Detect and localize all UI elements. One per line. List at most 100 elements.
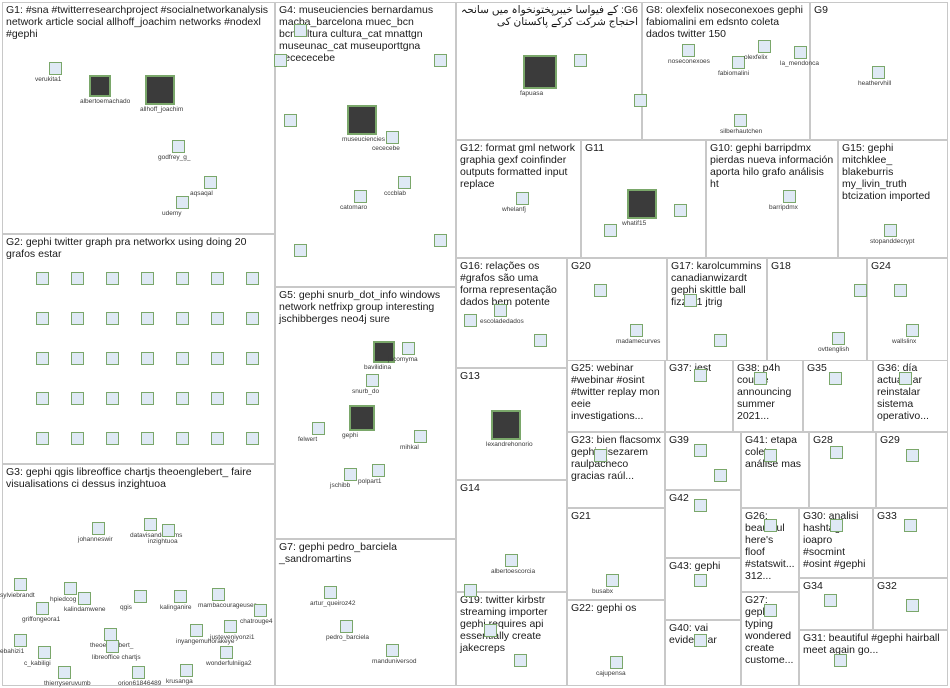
graph-node[interactable] [211,272,224,285]
graph-node[interactable] [13,577,27,591]
graph-node[interactable] [504,553,518,567]
graph-node[interactable] [176,392,189,405]
graph-node[interactable] [714,334,727,347]
graph-node[interactable] [694,499,707,512]
graph-node[interactable] [883,223,897,237]
graph-node[interactable] [634,94,647,107]
graph-node[interactable] [594,449,607,462]
graph-node[interactable] [36,432,49,445]
graph-node[interactable] [904,519,917,532]
graph-node[interactable] [63,581,77,595]
graph-node[interactable] [223,619,237,633]
graph-node[interactable] [627,189,657,219]
graph-node[interactable] [694,574,707,587]
graph-node[interactable] [143,517,157,531]
graph-node[interactable] [131,665,145,679]
graph-node[interactable] [674,204,687,217]
graph-node[interactable] [574,54,587,67]
graph-node[interactable] [311,421,325,435]
graph-node[interactable] [175,195,189,209]
graph-node[interactable] [36,272,49,285]
graph-node[interactable] [141,432,154,445]
graph-node[interactable] [106,312,119,325]
graph-node[interactable] [253,603,267,617]
graph-node[interactable] [176,272,189,285]
graph-node[interactable] [145,75,175,105]
graph-node[interactable] [373,341,395,363]
graph-node[interactable] [91,521,105,535]
graph-node[interactable] [594,284,607,297]
graph-node[interactable] [211,312,224,325]
graph-node[interactable] [77,591,91,605]
graph-node[interactable] [161,523,175,537]
graph-node[interactable] [106,392,119,405]
graph-node[interactable] [57,665,71,679]
graph-node[interactable] [824,594,837,607]
graph-node[interactable] [829,372,842,385]
graph-node[interactable] [894,284,907,297]
graph-node[interactable] [106,432,119,445]
graph-node[interactable] [515,191,529,205]
graph-node[interactable] [385,130,399,144]
graph-node[interactable] [371,463,385,477]
graph-node[interactable] [323,585,337,599]
graph-node[interactable] [347,105,377,135]
graph-node[interactable] [831,331,845,345]
graph-node[interactable] [684,294,697,307]
graph-node[interactable] [13,633,27,647]
graph-node[interactable] [906,449,919,462]
graph-node[interactable] [385,643,399,657]
graph-node[interactable] [36,352,49,365]
graph-node[interactable] [179,663,193,677]
graph-node[interactable] [534,334,547,347]
graph-node[interactable] [343,467,357,481]
graph-node[interactable] [211,432,224,445]
graph-node[interactable] [141,312,154,325]
graph-node[interactable] [173,589,187,603]
graph-node[interactable] [339,619,353,633]
graph-node[interactable] [71,312,84,325]
graph-node[interactable] [365,373,379,387]
graph-node[interactable] [141,352,154,365]
graph-node[interactable] [731,55,745,69]
graph-node[interactable] [349,405,375,431]
graph-node[interactable] [48,61,62,75]
graph-node[interactable] [219,645,233,659]
graph-node[interactable] [35,601,49,615]
graph-node[interactable] [694,444,707,457]
graph-node[interactable] [71,272,84,285]
graph-node[interactable] [493,303,507,317]
graph-node[interactable] [189,623,203,637]
graph-node[interactable] [71,432,84,445]
graph-node[interactable] [36,392,49,405]
graph-node[interactable] [105,639,119,653]
graph-node[interactable] [764,519,777,532]
graph-node[interactable] [89,75,111,97]
graph-node[interactable] [246,432,259,445]
graph-node[interactable] [106,352,119,365]
graph-node[interactable] [464,584,477,597]
graph-node[interactable] [681,43,695,57]
graph-node[interactable] [176,432,189,445]
graph-node[interactable] [353,189,367,203]
graph-node[interactable] [834,654,847,667]
graph-node[interactable] [36,312,49,325]
graph-node[interactable] [211,352,224,365]
graph-node[interactable] [604,224,617,237]
graph-node[interactable] [793,45,807,59]
graph-node[interactable] [733,113,747,127]
graph-node[interactable] [246,272,259,285]
graph-node[interactable] [694,634,707,647]
graph-node[interactable] [176,352,189,365]
graph-node[interactable] [434,234,447,247]
graph-node[interactable] [905,323,919,337]
graph-node[interactable] [413,429,427,443]
graph-node[interactable] [764,449,777,462]
graph-node[interactable] [294,244,307,257]
graph-node[interactable] [491,410,521,440]
graph-node[interactable] [830,446,843,459]
graph-node[interactable] [764,604,777,617]
graph-node[interactable] [871,65,885,79]
graph-node[interactable] [434,54,447,67]
graph-node[interactable] [464,314,477,327]
